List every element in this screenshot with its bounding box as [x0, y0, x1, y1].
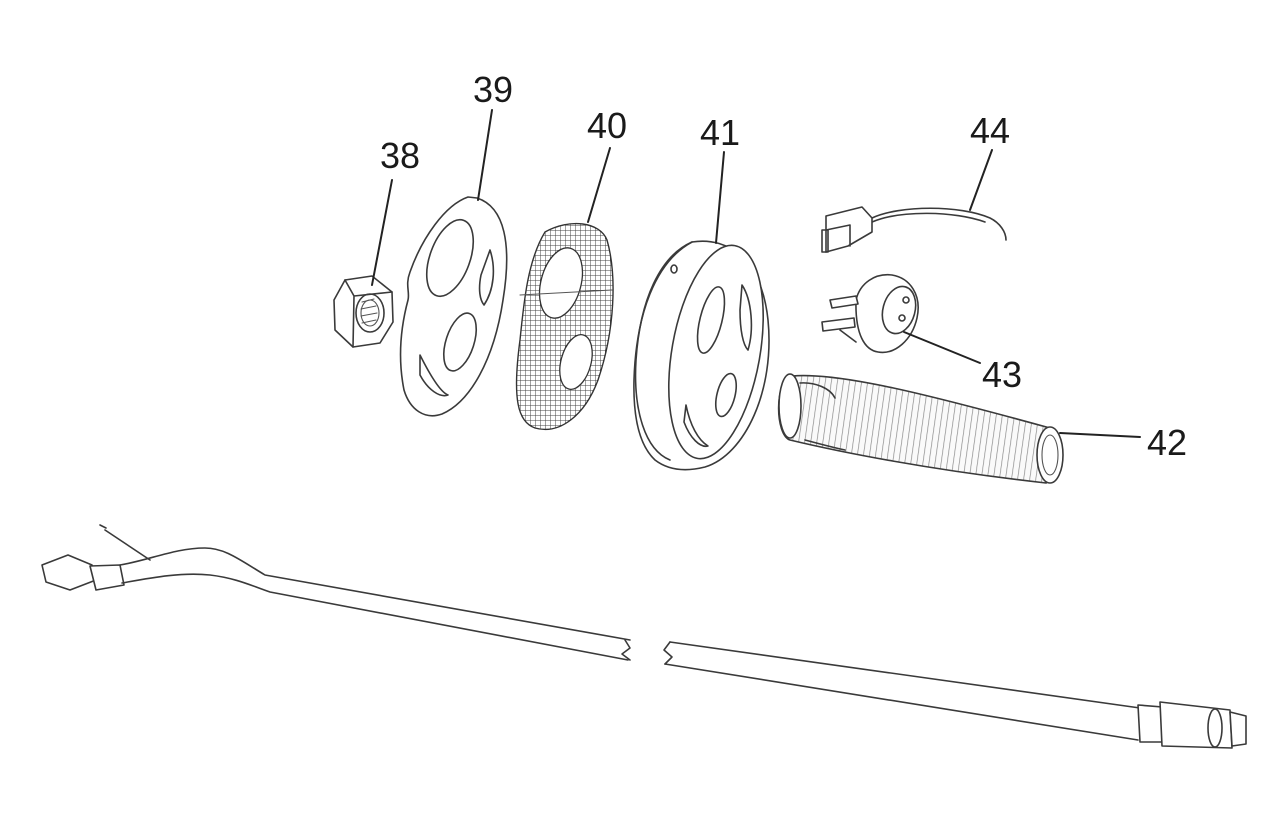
leader-41: [715, 151, 725, 244]
label-39: 39: [473, 69, 513, 110]
leader-40: [587, 147, 611, 223]
leader-38: [371, 179, 393, 286]
power-cord: [41, 524, 1247, 749]
label-44: 44: [970, 110, 1010, 151]
part-44-cable-connector: [821, 206, 1007, 253]
label-40: 40: [587, 105, 627, 146]
part-40-mesh-screen: [515, 222, 614, 431]
part-38-hex-nut: [333, 275, 394, 348]
leader-44: [969, 149, 993, 211]
leader-42: [1059, 432, 1141, 438]
part-42-corrugated-hose: [777, 373, 1064, 484]
label-43: 43: [982, 354, 1022, 395]
leader-39: [477, 109, 493, 201]
label-42: 42: [1147, 422, 1187, 463]
leader-43: [903, 331, 981, 364]
label-41: 41: [700, 112, 740, 153]
leader-lines: [371, 109, 1141, 438]
part-39-slotted-plate: [399, 196, 508, 417]
label-38: 38: [380, 135, 420, 176]
part-41-housing-disc: [633, 240, 770, 471]
part-43-plug-adapter: [821, 274, 919, 354]
part-labels: 38 39 40 41 42 43 44: [380, 69, 1187, 463]
